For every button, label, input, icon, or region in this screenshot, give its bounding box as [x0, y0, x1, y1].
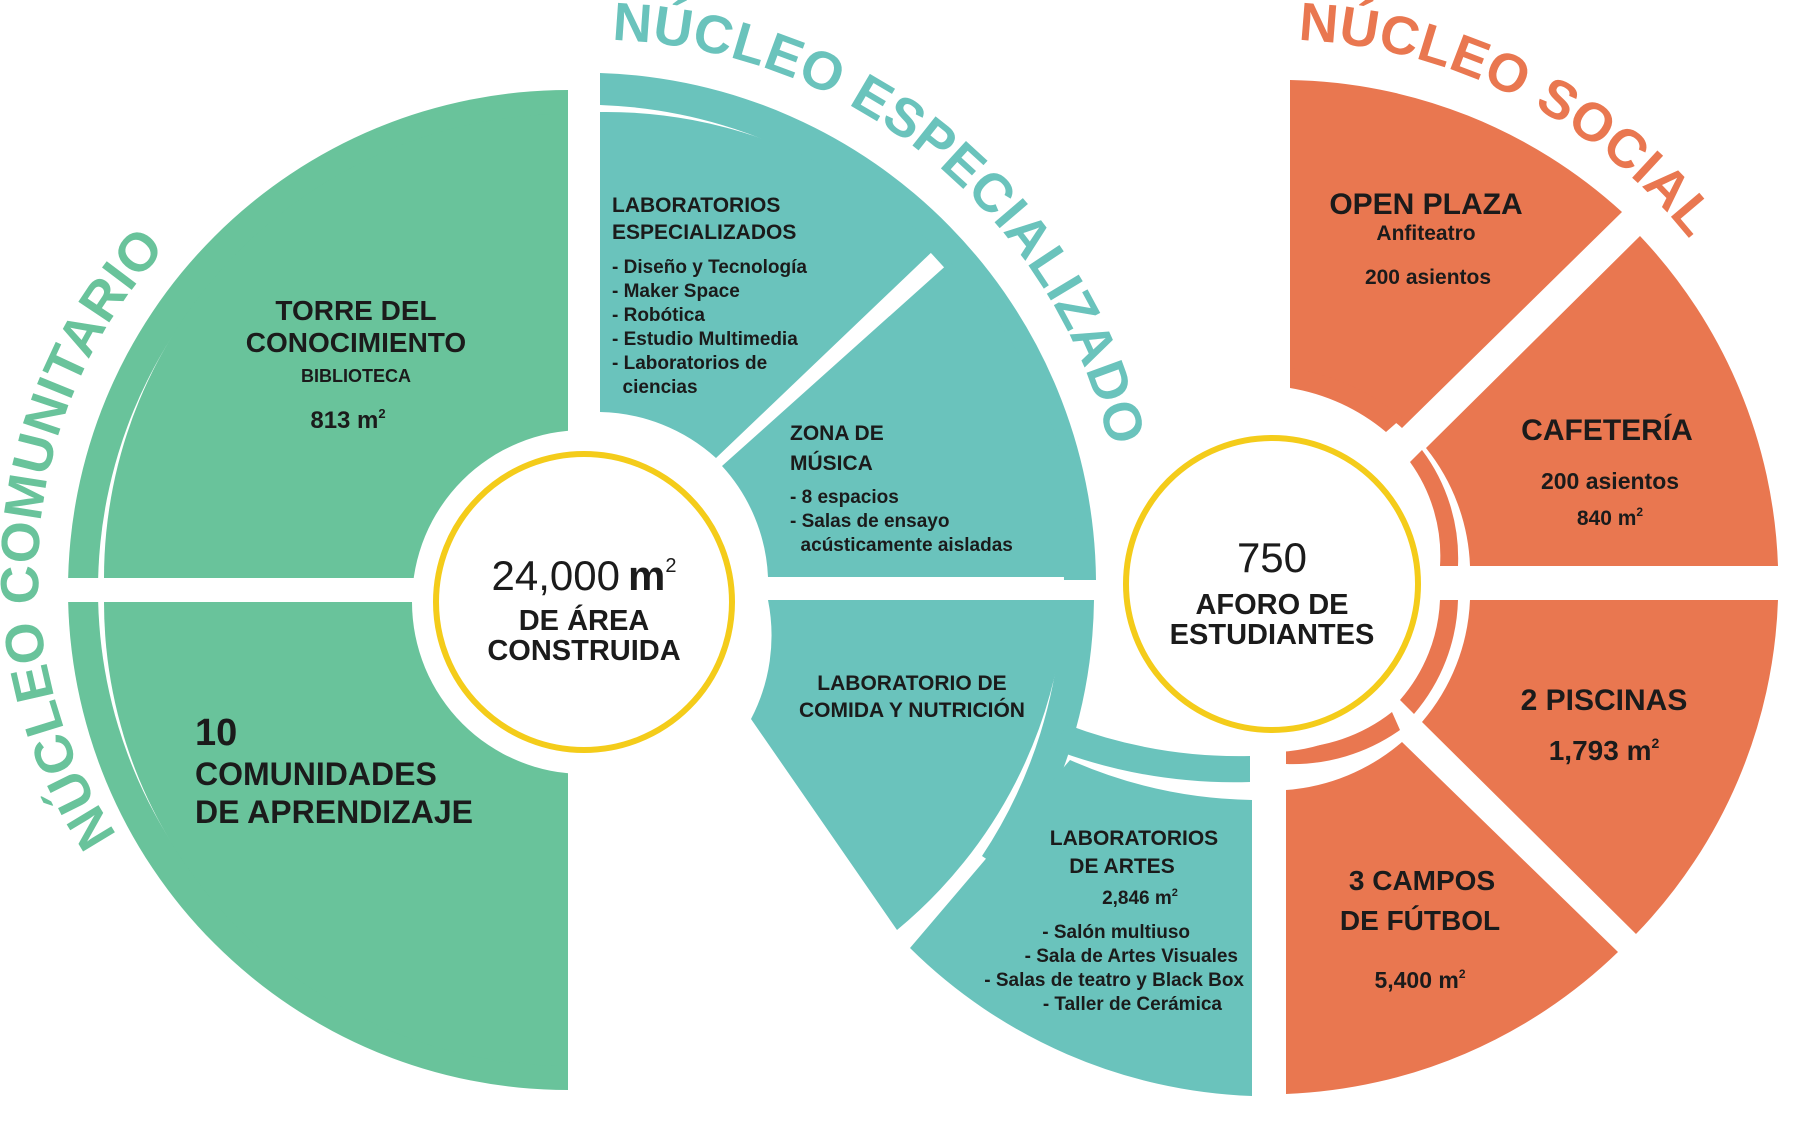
artes-title-2: DE ARTES	[1069, 855, 1174, 878]
cafeteria-sector[interactable]	[1426, 236, 1778, 566]
lab-esp-item: - Estudio Multimedia	[612, 329, 798, 350]
artes-title-1: LABORATORIOS	[1050, 827, 1218, 850]
musica-items: - 8 espacios - Salas de ensayo acústicam…	[790, 487, 1013, 556]
open-plaza-title: OPEN PLAZA	[1329, 188, 1522, 221]
lab-esp-title-2: ESPECIALIZADOS	[612, 221, 796, 244]
center-area-line2: CONSTRUIDA	[487, 635, 680, 667]
futbol-sector[interactable]	[1286, 742, 1618, 1094]
center-aforo-line1: AFORO DE	[1195, 589, 1348, 621]
lab-esp-item: ciencias	[612, 377, 698, 398]
comunidades-number: 10	[195, 712, 237, 754]
futbol-area: 5,400 m2	[1374, 967, 1465, 993]
musica-item: - Salas de ensayo	[790, 511, 949, 532]
cafeteria-area: 840 m2	[1577, 505, 1644, 530]
torre-area: 813 m2	[310, 406, 385, 434]
comunidades-sector[interactable]	[104, 602, 568, 1066]
comida-line1: LABORATORIO DE	[817, 672, 1006, 695]
piscinas-area: 1,793 m2	[1549, 735, 1660, 766]
musica-item: acústicamente aisladas	[790, 535, 1013, 556]
torre-title-1: TORRE DEL	[275, 295, 436, 326]
futbol-title-2: DE FÚTBOL	[1340, 905, 1500, 936]
lab-esp-title-1: LABORATORIOS	[612, 194, 780, 217]
piscinas-inner-band	[1400, 600, 1458, 714]
comida-line2: COMIDA Y NUTRICIÓN	[799, 698, 1025, 722]
lab-esp-items: - Diseño y Tecnología - Maker Space - Ro…	[612, 257, 807, 398]
artes-item: - Salón multiuso	[1042, 922, 1190, 943]
torre-subtitle: BIBLIOTECA	[301, 366, 411, 386]
artes-area: 2,846 m2	[1102, 887, 1178, 909]
cafeteria-inner-band	[1410, 450, 1459, 566]
artes-items: - Salón multiuso - Sala de Artes Visuale…	[984, 922, 1244, 1015]
piscinas-sector[interactable]	[1422, 600, 1778, 934]
torre-title-2: CONOCIMIENTO	[246, 327, 466, 358]
lab-esp-item: - Laboratorios de	[612, 353, 767, 374]
zona-de-musica-sector[interactable]	[722, 262, 1080, 577]
artes-item: - Sala de Artes Visuales	[1025, 946, 1238, 967]
musica-title-1: ZONA DE	[790, 422, 884, 445]
cafeteria-capacity: 200 asientos	[1541, 468, 1679, 494]
lab-esp-item: - Robótica	[612, 305, 705, 326]
center-aforo-ring	[1123, 435, 1421, 733]
piscinas-title: 2 PISCINAS	[1521, 684, 1688, 717]
futbol-title-1: 3 CAMPOS	[1349, 865, 1495, 896]
especializado-lower-band	[982, 600, 1094, 875]
artes-item: - Salas de teatro y Black Box	[984, 970, 1244, 991]
cafeteria-title: CAFETERÍA	[1521, 413, 1693, 447]
musica-title-2: MÚSICA	[790, 451, 873, 475]
futbol-inner-band	[1286, 712, 1400, 765]
center-area-ring	[433, 451, 735, 753]
lab-esp-item: - Diseño y Tecnología	[612, 257, 807, 278]
open-plaza-capacity: 200 asientos	[1365, 266, 1491, 289]
open-plaza-inner-band	[1290, 368, 1402, 432]
laboratorios-de-artes-sector[interactable]	[910, 760, 1252, 1096]
especializado-lower-band-2	[1050, 725, 1250, 783]
open-plaza-subtitle: Anfiteatro	[1376, 222, 1475, 245]
comunidades-line2: DE APRENDIZAJE	[195, 794, 473, 830]
center-area-line1: DE ÁREA	[519, 603, 650, 637]
center-aforo-line2: ESTUDIANTES	[1170, 619, 1375, 651]
nucleo-social: NÚCLEO SOCIAL OPEN PLAZA Anfiteatro 200 …	[1286, 0, 1778, 1094]
lab-esp-item: - Maker Space	[612, 281, 740, 302]
torre-del-conocimiento-sector[interactable]	[104, 114, 568, 578]
musica-item: - 8 espacios	[790, 487, 899, 508]
center-aforo-number: 750	[1237, 534, 1307, 581]
artes-item: - Taller de Cerámica	[1043, 994, 1223, 1015]
open-plaza-sector[interactable]	[1290, 80, 1622, 428]
center-aforo: 750 AFORO DE ESTUDIANTES	[1104, 416, 1440, 752]
comida-nutricion-sector[interactable]	[751, 600, 1066, 930]
laboratorios-especializados-sector[interactable]	[600, 111, 936, 459]
comunidades-line1: COMUNIDADES	[195, 756, 437, 792]
